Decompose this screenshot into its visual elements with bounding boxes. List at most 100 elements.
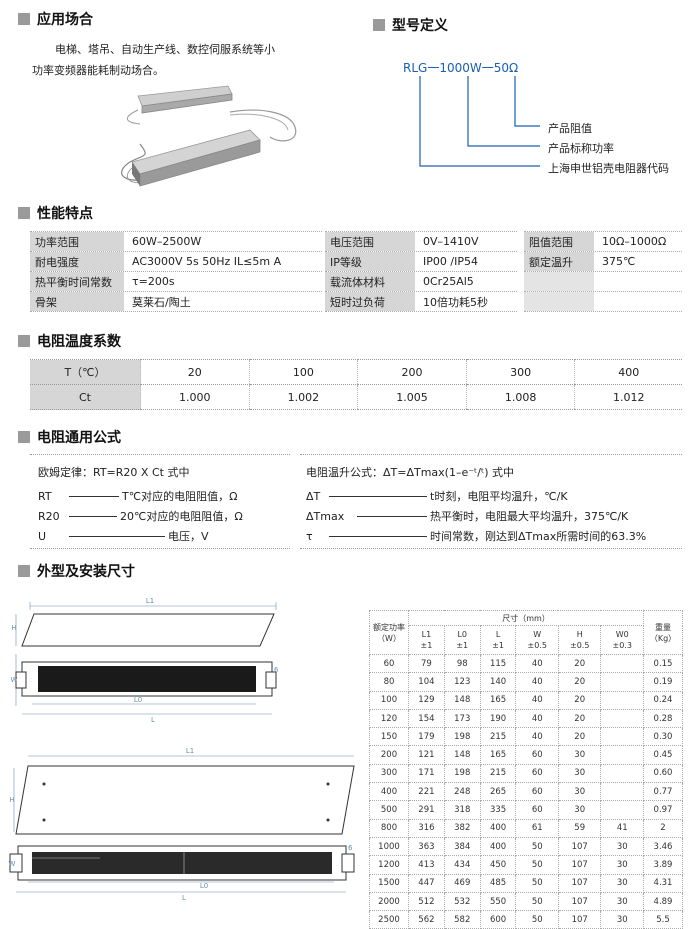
application-heading: 应用场合 — [18, 9, 93, 29]
header-weight: 重量 （Kg） — [643, 610, 683, 655]
formula-line-r20: R20 20℃对应的电阻阻值，Ω — [38, 508, 243, 524]
table-cell: 20 — [140, 359, 250, 385]
table-cell: 200 — [357, 359, 467, 385]
feature-value: 0V–1410V — [423, 235, 479, 248]
table-cell — [600, 800, 644, 820]
table-cell: 107 — [557, 891, 602, 912]
feature-value — [594, 272, 602, 291]
table-cell: 30 — [600, 910, 644, 929]
symbol-dtmax: ΔTmax — [306, 509, 345, 523]
table-cell: 79 — [408, 653, 445, 674]
table-cell: 107 — [557, 873, 602, 893]
features-heading: 性能特点 — [18, 203, 93, 223]
table-cell: 30 — [557, 745, 602, 765]
table-cell: 1.000 — [140, 384, 250, 410]
table-cell: 1.005 — [357, 384, 467, 410]
formula-line-dt: ΔT t时刻，电阻平均温升，℃/K — [306, 488, 568, 504]
symbol-r20: R20 — [38, 509, 60, 523]
feature-value: IP00 /IP54 — [423, 255, 478, 268]
table-cell — [600, 763, 644, 784]
leader-line — [329, 535, 427, 537]
table-cell: 20 — [557, 653, 602, 674]
table-cell: 61 — [515, 818, 559, 838]
feature-row: 骨架莫莱石/陶土 — [30, 292, 322, 312]
table-cell: 0.45 — [643, 745, 683, 765]
table-cell: 129 — [408, 690, 445, 710]
table-cell — [600, 690, 644, 710]
table-cell: 5.5 — [643, 910, 683, 929]
table-cell — [600, 708, 644, 729]
leader-line — [69, 535, 165, 537]
table-cell: 20 — [557, 727, 602, 747]
symbol-u: U — [38, 529, 47, 543]
table-cell: 50 — [515, 855, 559, 875]
section-marker-icon — [18, 13, 30, 25]
header-col: L0±1 — [443, 625, 481, 655]
table-cell: 179 — [408, 727, 445, 747]
model-label-company: 上海申世铝壳电阻器代码 — [548, 162, 669, 175]
table-cell: 30 — [557, 800, 602, 820]
table-cell: 60 — [515, 763, 559, 784]
dim-label-l1-large: L1 — [186, 747, 194, 755]
table-cell: 215 — [479, 763, 517, 784]
table-cell — [600, 653, 644, 674]
symbol-tau: τ — [306, 529, 313, 543]
feature-key: 功率范围 — [30, 232, 124, 251]
model-code: RLG一1000W一50Ω — [403, 61, 519, 75]
symbol-dt: ΔT — [306, 489, 321, 503]
table-cell: 0.60 — [643, 763, 683, 784]
table-cell: 1.008 — [465, 384, 575, 410]
table-cell: 265 — [479, 782, 517, 802]
col-tolerance: ±1 — [492, 641, 504, 650]
small-resistor-drawing: L1 H W L0 L 6 — [11, 597, 279, 724]
temp-rise-formula-box: 电阻温升公式：ΔT=ΔTmax(1–e⁻ᵗ/ᵗ) 式中 ΔT t时刻，电阻平均温… — [300, 454, 682, 549]
feature-value: 莫莱石/陶土 — [132, 295, 191, 309]
table-cell: 165 — [479, 745, 517, 765]
table-cell: 400 — [479, 818, 517, 838]
feature-value — [594, 292, 602, 311]
dim-label-d: 6 — [274, 666, 279, 674]
table-cell: 434 — [443, 855, 481, 875]
table-cell: 50 — [515, 891, 559, 912]
dim-label-l: L — [151, 716, 155, 724]
header-col: L1±1 — [408, 625, 445, 655]
table-cell: 40 — [515, 672, 559, 692]
table-cell: 400 — [574, 359, 682, 385]
application-title: 应用场合 — [37, 12, 93, 28]
table-cell: 40 — [515, 708, 559, 729]
table-cell: 300 — [369, 763, 409, 784]
table-row: T（℃） 20 100 200 300 400 — [30, 359, 682, 385]
table-cell: 60 — [515, 782, 559, 802]
table-cell: 248 — [443, 782, 481, 802]
table-cell: 318 — [443, 800, 481, 820]
table-cell: 121 — [408, 745, 445, 765]
table-cell: 215 — [479, 727, 517, 747]
table-cell: 30 — [600, 855, 644, 875]
table-cell — [600, 727, 644, 747]
table-cell: 60 — [515, 745, 559, 765]
table-cell: 154 — [408, 708, 445, 729]
table-cell: 30 — [557, 763, 602, 784]
table-cell: 30 — [557, 782, 602, 802]
table-cell: 198 — [443, 727, 481, 747]
leader-line — [69, 495, 119, 497]
table-header-cell: Ct — [30, 384, 141, 410]
section-marker-icon — [18, 431, 30, 443]
table-cell: 1000 — [369, 836, 409, 857]
table-cell: 532 — [443, 891, 481, 912]
header-power-label: 额定功率 — [373, 622, 405, 632]
col-name: W0 — [615, 630, 629, 639]
rise-title: 电阻温升公式：ΔT=ΔTmax(1–e⁻ᵗ/ᵗ) 式中 — [306, 466, 515, 479]
desc-dtmax: 热平衡时，电阻最大平均温升，375℃/K — [430, 510, 629, 523]
formula-line-u: U 电压，V — [38, 528, 209, 544]
feature-row — [524, 272, 682, 292]
feature-key: 耐电强度 — [30, 252, 124, 271]
